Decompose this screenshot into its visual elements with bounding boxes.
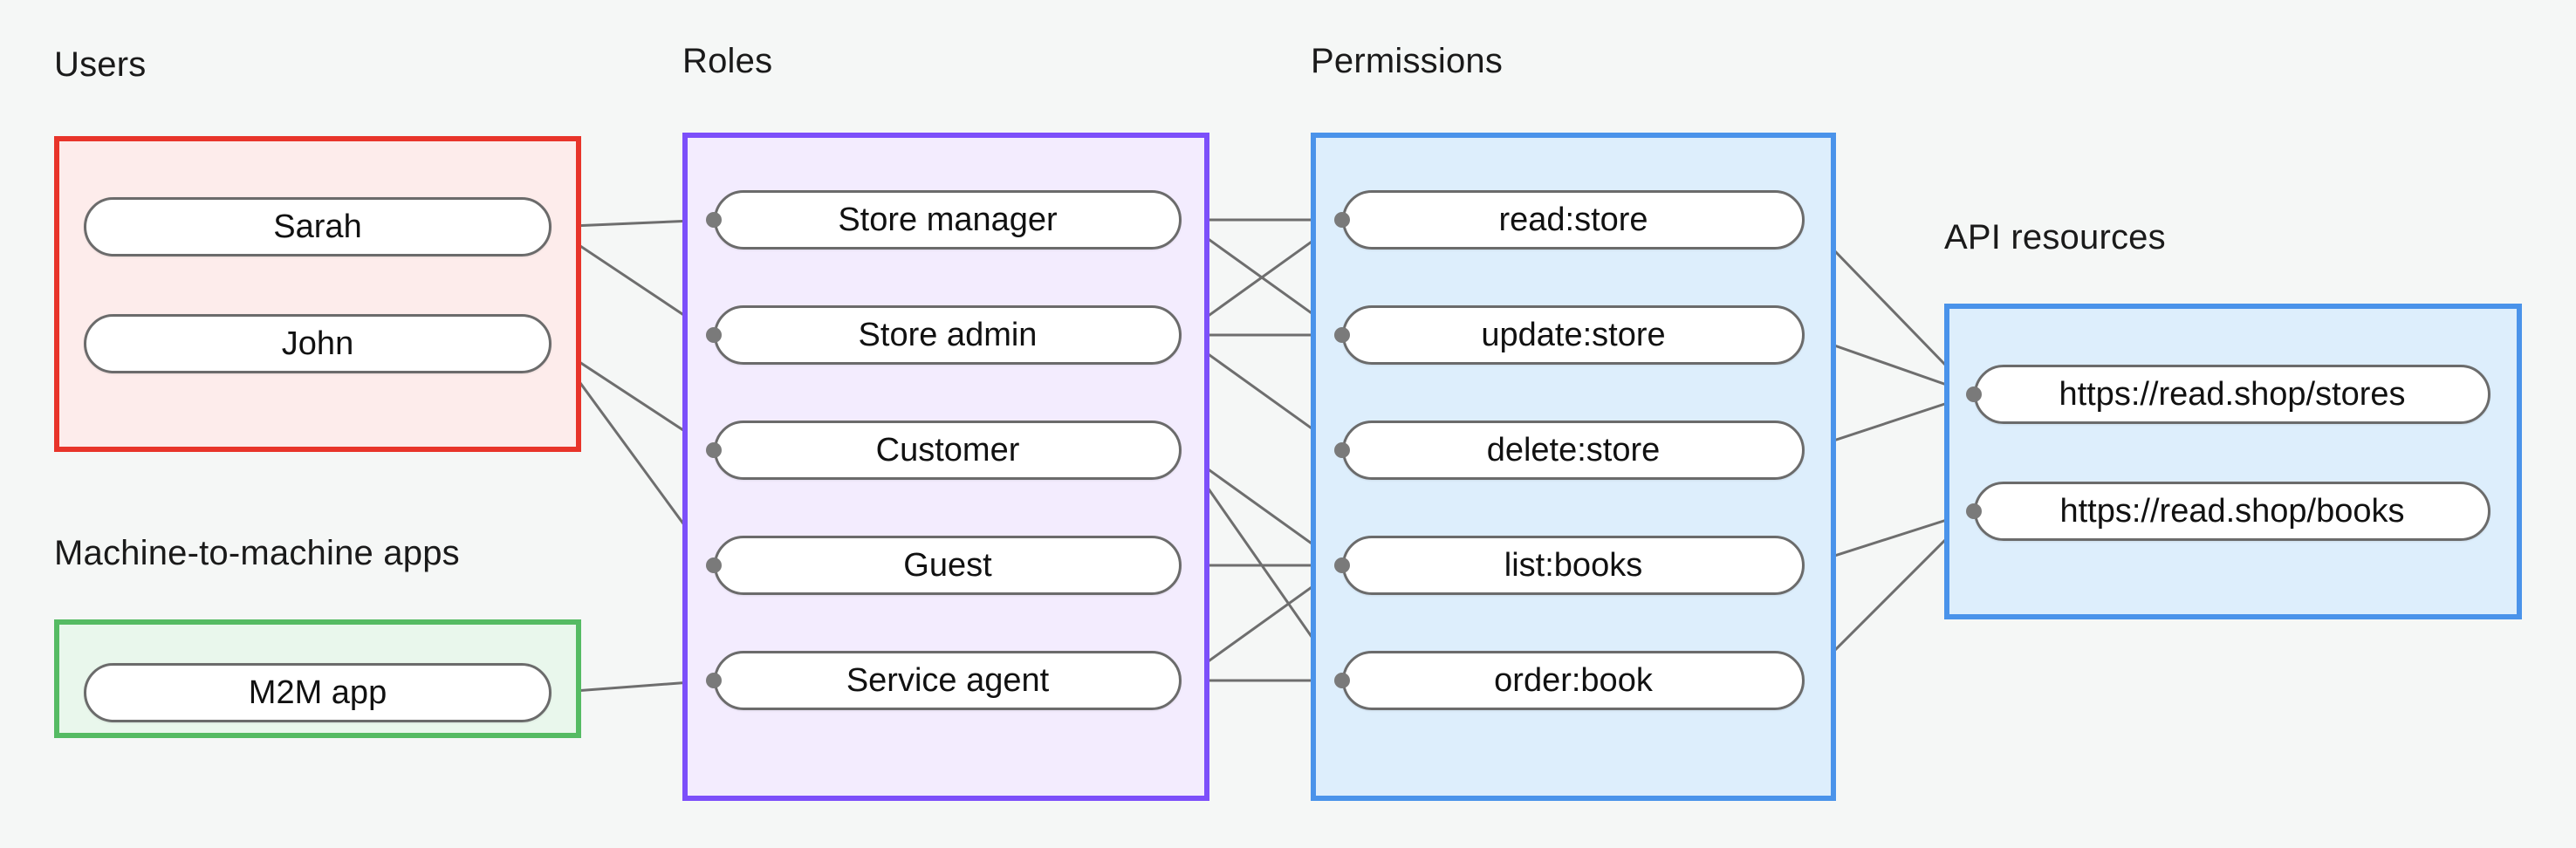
group-box-api <box>1944 304 2522 619</box>
node-guest[interactable]: Guest <box>714 536 1182 595</box>
node-read_store[interactable]: read:store <box>1342 190 1805 250</box>
node-delete_store[interactable]: delete:store <box>1342 421 1805 480</box>
group-title-users: Users <box>54 45 147 84</box>
group-title-api: API resources <box>1944 218 2166 256</box>
node-service_agent[interactable]: Service agent <box>714 651 1182 710</box>
group-title-roles: Roles <box>682 42 773 80</box>
node-m2m_app[interactable]: M2M app <box>84 663 552 722</box>
node-order_book[interactable]: order:book <box>1342 651 1805 710</box>
node-res_books[interactable]: https://read.shop/books <box>1974 482 2490 541</box>
node-customer[interactable]: Customer <box>714 421 1182 480</box>
node-store_manager[interactable]: Store manager <box>714 190 1182 250</box>
group-box-users <box>54 136 581 452</box>
node-list_books[interactable]: list:books <box>1342 536 1805 595</box>
group-title-permissions: Permissions <box>1311 42 1504 80</box>
group-title-m2m: Machine-to-machine apps <box>54 534 460 572</box>
node-update_store[interactable]: update:store <box>1342 305 1805 365</box>
node-store_admin[interactable]: Store admin <box>714 305 1182 365</box>
node-res_stores[interactable]: https://read.shop/stores <box>1974 365 2490 424</box>
node-john[interactable]: John <box>84 314 552 373</box>
node-sarah[interactable]: Sarah <box>84 197 552 256</box>
